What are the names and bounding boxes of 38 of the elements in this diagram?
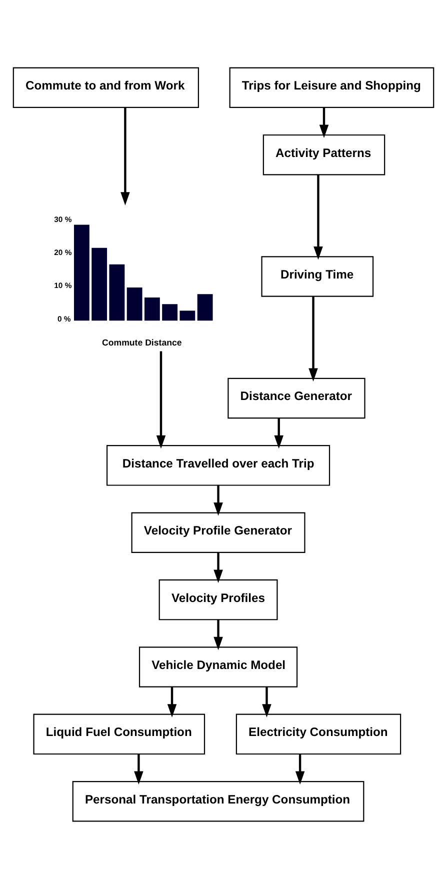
x-axis-title: Commute Distance [102, 336, 182, 347]
bar [179, 310, 195, 320]
y-tick-label: 30 % [54, 214, 72, 224]
node-box: Velocity Profile Generator [130, 512, 305, 552]
arrow [134, 754, 143, 784]
bar [91, 247, 107, 320]
bar [162, 304, 178, 320]
y-tick-label: 0 % [56, 314, 70, 323]
node-box: Activity Patterns [262, 134, 385, 175]
arrow [213, 552, 222, 582]
arrow [156, 350, 166, 448]
bar [73, 224, 89, 320]
bar [144, 296, 160, 320]
arrow [308, 296, 318, 381]
bar [126, 287, 142, 320]
arrow [318, 107, 328, 138]
node-box: Trips for Leisure and Shopping [228, 66, 434, 108]
arrow [294, 754, 304, 784]
arrow [120, 107, 130, 205]
node-box: Distance Travelled over each Trip [106, 444, 330, 486]
y-tick-label: 10 % [54, 280, 72, 290]
node-box: Velocity Profiles [158, 578, 278, 620]
arrow [213, 619, 222, 650]
arrow [262, 686, 271, 717]
node-box: Vehicle Dynamic Model [138, 646, 298, 687]
arrow [274, 418, 283, 448]
arrow [313, 174, 322, 260]
y-tick-label: 20 % [54, 248, 72, 257]
node-box: Liquid Fuel Consumption [32, 713, 205, 754]
arrow [166, 686, 176, 717]
arrow [213, 485, 222, 516]
node-box: Personal Transportation Energy Consumption [72, 780, 364, 822]
node-box: Distance Generator [227, 377, 365, 418]
node-box: Driving Time [260, 256, 374, 296]
bar [108, 264, 124, 320]
bar [196, 294, 212, 320]
node-box: Electricity Consumption [235, 713, 401, 754]
node-box: Commute to and from Work [12, 66, 198, 108]
